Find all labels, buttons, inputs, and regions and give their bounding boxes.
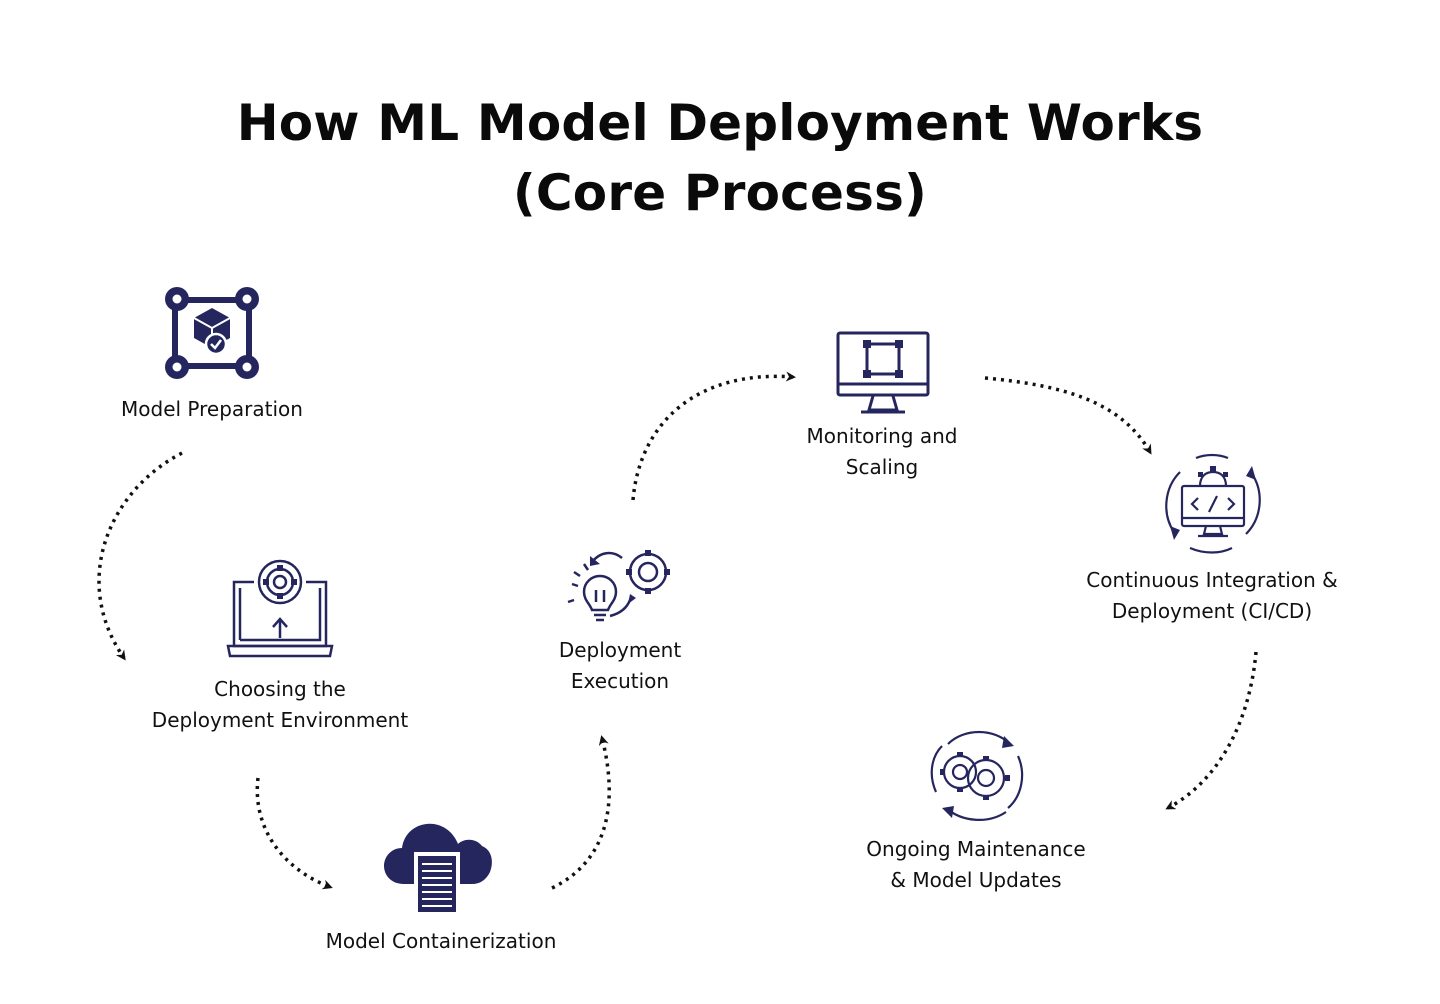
step-label-line: Model Containerization — [325, 929, 557, 953]
step-label-line: Choosing the — [214, 677, 346, 701]
step-label-line: & Model Updates — [890, 868, 1062, 892]
laptop-gear-icon — [226, 559, 334, 658]
lightbulb-gears-icon — [567, 550, 670, 622]
step-label: Model Preparation — [92, 394, 332, 425]
step-label: Model Containerization — [291, 926, 591, 957]
step-label-line: Deployment Environment — [151, 708, 409, 732]
arrow-3 — [551, 735, 611, 890]
model-box-icon — [165, 287, 259, 379]
cloud-server-icon — [384, 823, 492, 914]
diagram-title: How ML Model Deployment Works (Core Proc… — [0, 88, 1440, 228]
arrow-5 — [984, 376, 1152, 455]
step-label-line: Monitoring and — [806, 424, 958, 448]
step-label-line: Deployment (CI/CD) — [1111, 599, 1313, 623]
arrow-4 — [631, 371, 796, 501]
step-label-line: Model Preparation — [121, 397, 303, 421]
monitor-icon — [836, 331, 930, 414]
arrow-6 — [1165, 651, 1258, 810]
step-label: Ongoing Maintenance & Model Updates — [826, 834, 1126, 896]
title-line-2: (Core Process) — [512, 164, 928, 222]
gears-cycle-icon — [930, 731, 1024, 821]
step-label-line: Deployment — [558, 638, 682, 662]
arrow-1 — [97, 451, 183, 661]
step-label-line: Execution — [570, 669, 670, 693]
step-label: Monitoring and Scaling — [762, 421, 1002, 483]
step-label-line: Scaling — [845, 455, 919, 479]
step-label-line: Continuous Integration & — [1086, 568, 1338, 592]
code-cycle-icon — [1165, 453, 1261, 554]
step-label: Deployment Execution — [500, 635, 740, 697]
step-label: Continuous Integration & Deployment (CI/… — [1062, 565, 1362, 627]
arrow-2 — [255, 777, 333, 890]
title-line-1: How ML Model Deployment Works — [236, 94, 1204, 152]
step-label-line: Ongoing Maintenance — [866, 837, 1086, 861]
step-label: Choosing the Deployment Environment — [110, 674, 450, 736]
